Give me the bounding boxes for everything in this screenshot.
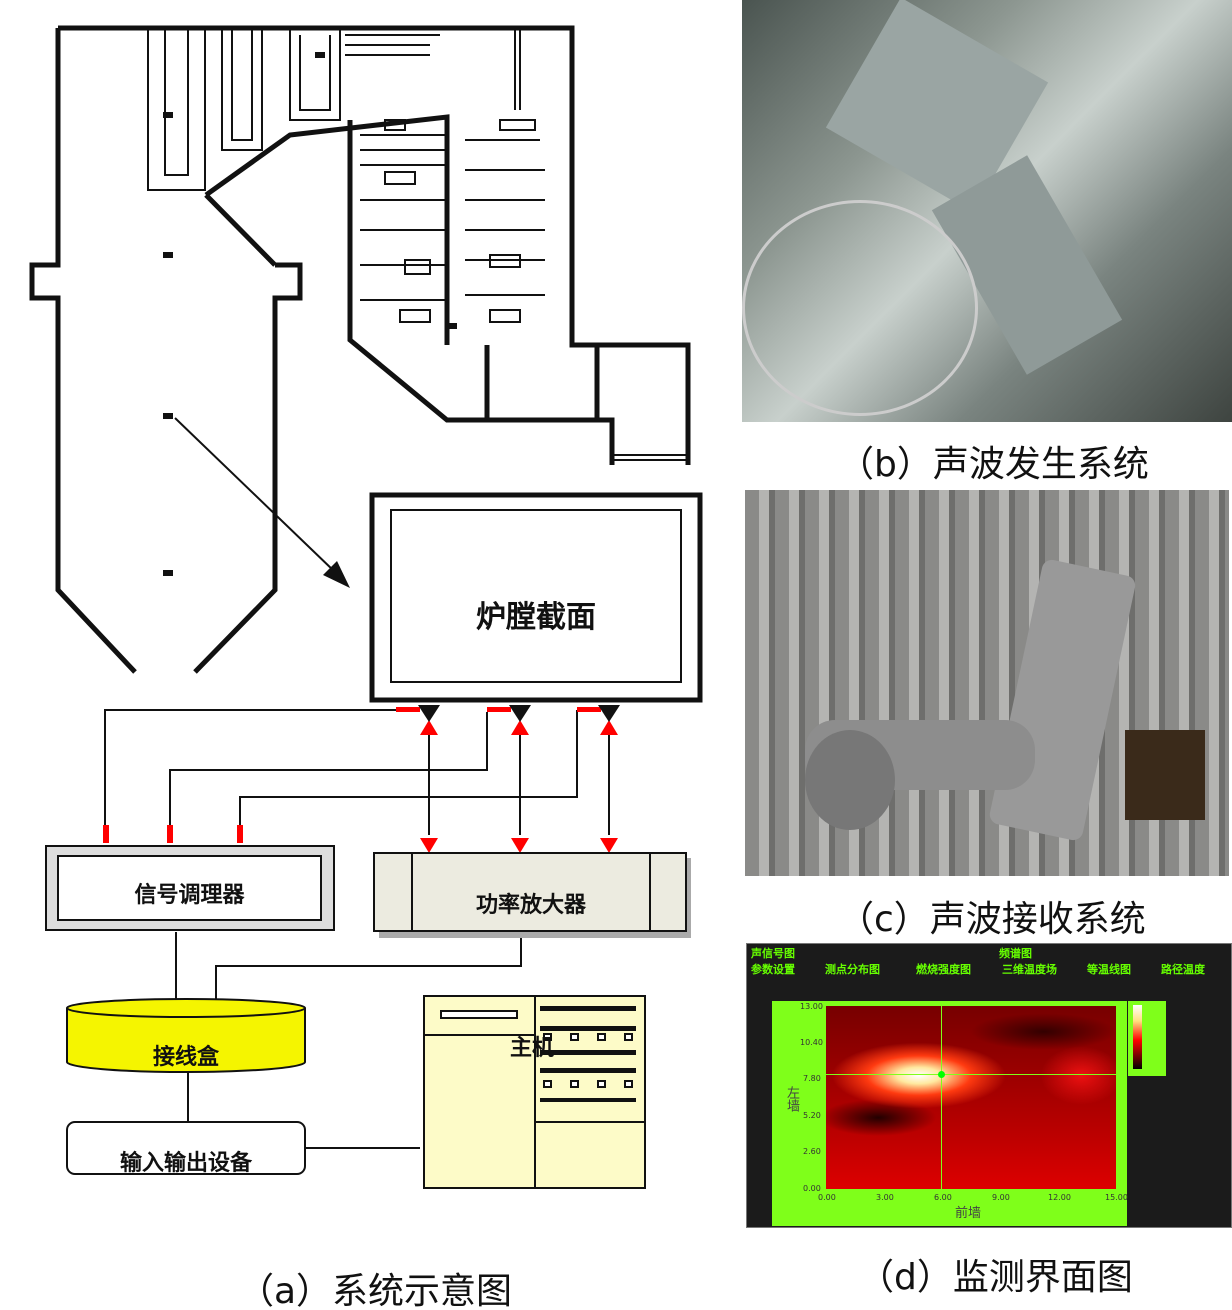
tab-path-temperature[interactable]: 路径温度	[1161, 963, 1205, 976]
power-amplifier-label: 功率放大器	[475, 893, 586, 918]
x-tick: 12.00	[1048, 1193, 1071, 1202]
sound-generator-photo	[742, 0, 1232, 422]
x-tick: 6.00	[934, 1193, 952, 1202]
y-tick: 10.40	[800, 1038, 823, 1047]
y-tick: 7.80	[803, 1074, 821, 1083]
solenoid-valve	[1125, 730, 1205, 820]
sound-receiver-photo	[745, 490, 1229, 876]
color-scale-bar	[1133, 1005, 1142, 1069]
x-tick: 15.00	[1105, 1193, 1128, 1202]
y-tick: 5.20	[803, 1111, 821, 1120]
tab-spectrum[interactable]: 频谱图	[999, 947, 1032, 960]
y-tick: 0.00	[803, 1184, 821, 1193]
boiler-schematic	[29, 25, 703, 1189]
caption-a: （a）系统示意图	[238, 1271, 513, 1310]
isotherm-heatmap	[826, 1006, 1116, 1189]
junction-box-label: 接线盒	[152, 1045, 219, 1070]
host-label: 主机	[510, 1036, 555, 1061]
caption-c: （c）声波接收系统	[838, 899, 1146, 940]
caption-b: （b）声波发生系统	[838, 444, 1149, 485]
monitoring-interface: 声信号图 频谱图 参数设置 测点分布图 燃烧强度图 三维温度场 等温线图 路径温…	[746, 943, 1232, 1228]
x-tick: 0.00	[818, 1193, 836, 1202]
tab-combustion-intensity[interactable]: 燃烧强度图	[916, 963, 971, 976]
furnace-section-label: 炉膛截面	[476, 600, 596, 635]
cursor-point[interactable]	[938, 1071, 945, 1078]
y-tick: 2.60	[803, 1147, 821, 1156]
receiver-pipe	[987, 558, 1138, 842]
x-tick: 9.00	[992, 1193, 1010, 1202]
tab-acoustic-signal[interactable]: 声信号图	[751, 947, 795, 960]
crosshair-horizontal	[826, 1074, 1116, 1075]
tab-measuring-points[interactable]: 测点分布图	[825, 963, 880, 976]
tab-3d-temperature[interactable]: 三维温度场	[1002, 963, 1057, 976]
hose	[742, 200, 978, 416]
tab-parameters[interactable]: 参数设置	[751, 963, 795, 976]
caption-d: （d）监测界面图	[858, 1257, 1133, 1298]
x-axis-label: 前墙	[955, 1206, 982, 1221]
io-device-label: 输入输出设备	[119, 1151, 252, 1176]
crosshair-vertical	[941, 1006, 942, 1189]
y-axis-label: 左墙	[784, 1086, 799, 1112]
signal-conditioner-label: 信号调理器	[134, 883, 245, 908]
tab-isotherm[interactable]: 等温线图	[1087, 963, 1131, 976]
color-legend	[1128, 1001, 1166, 1076]
plot-frame: 13.00 10.40 7.80 5.20 2.60 0.00 0.00 3.0…	[772, 1001, 1128, 1226]
x-tick: 3.00	[876, 1193, 894, 1202]
y-tick: 13.00	[800, 1002, 823, 1011]
receiver-flange	[805, 730, 895, 830]
